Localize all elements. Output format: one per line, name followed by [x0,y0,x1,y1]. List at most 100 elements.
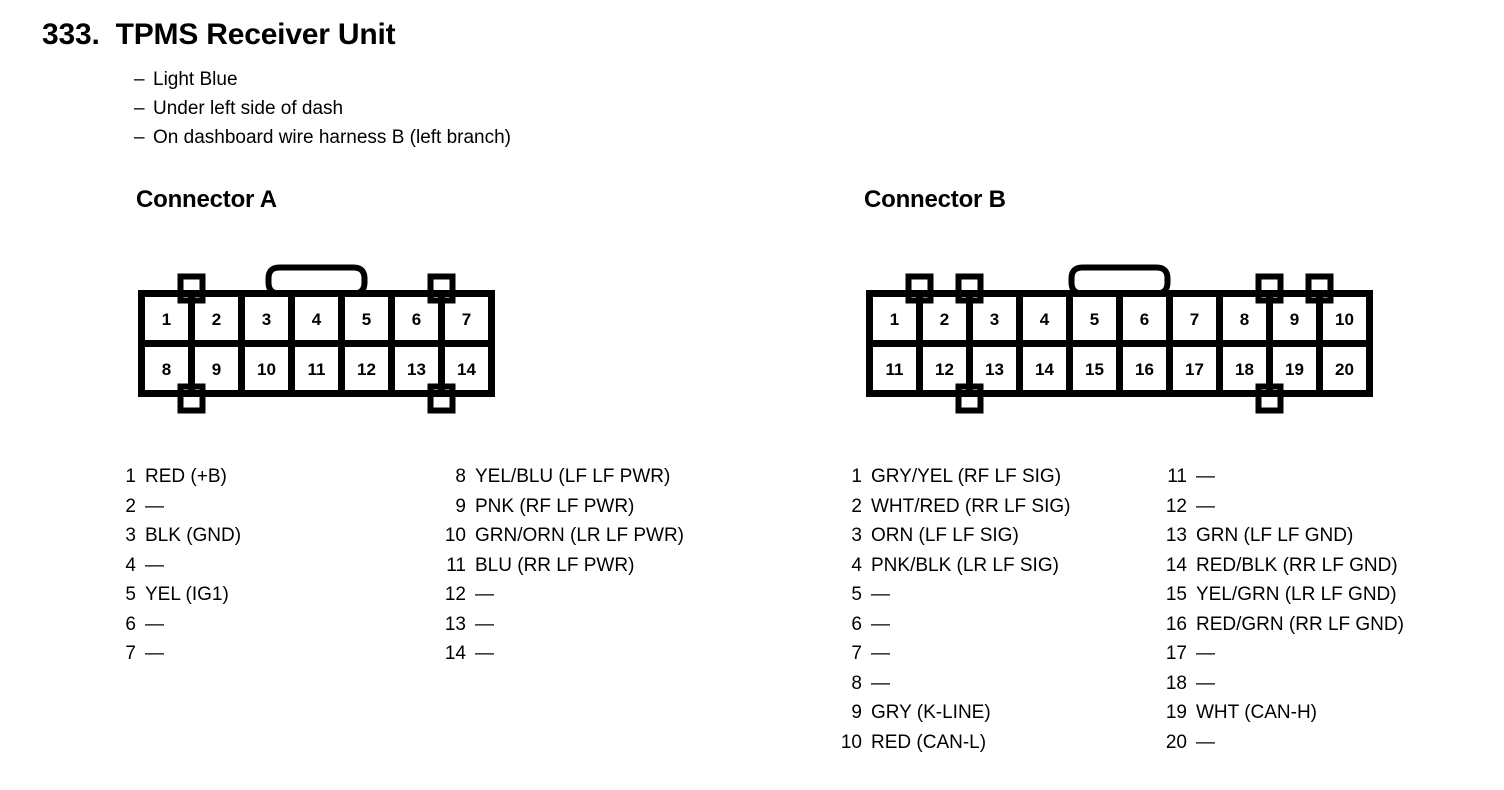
pin-row: 5 YEL (IG1) [110,580,440,610]
connector-pin-number: 9 [212,360,221,379]
pin-number: 9 [851,702,862,723]
connector-pin-number: 11 [886,360,904,379]
pin-number: 1 [125,466,136,487]
pin-number: 2 [125,495,136,517]
pin-number: 11 [1167,466,1187,487]
pin-row: 14— [440,639,684,669]
pin-row: 13 — [440,610,684,640]
connector-pin-number: 8 [1240,310,1249,329]
pin-description: YEL (IG1) [145,584,229,605]
pin-description: — [1196,672,1215,694]
pin-row: 20— [1161,728,1404,758]
pin-row: 2— [110,492,440,522]
pin-number: 2 [851,495,862,517]
pin-row: 10 RED (CAN-L) [836,728,1161,758]
connector-pin-number: 12 [357,360,376,379]
pin-number: 17 [1165,643,1187,664]
pin-row: 8— [836,669,1161,699]
pin-description: YEL/BLU (LF LF PWR) [475,466,671,487]
pin-number: 6 [125,613,136,635]
connector-pin-number: 5 [362,310,371,329]
pin-number: 7 [125,643,136,664]
pin-number: 5 [125,584,136,605]
pin-row: 12— [1161,492,1404,522]
connector-pin-number: 14 [457,360,476,379]
connector-pin-number: 18 [1235,360,1254,379]
connector-pin-number: 3 [262,310,271,329]
pin-row: 6— [110,610,440,640]
pin-row: 17— [1161,639,1404,669]
connector-pin-number: 2 [212,310,221,329]
page-title-text: TPMS Receiver Unit [115,18,396,51]
pin-description: — [475,643,494,664]
connector-pin-number: 10 [1335,310,1354,329]
pin-row: 9 GRY (K-LINE) [836,698,1161,728]
pin-number: 14 [1165,554,1187,576]
pin-description: — [871,584,890,605]
page-title-number: 333. [42,18,100,51]
connector-pin-number: 9 [1290,310,1299,329]
pin-number: 12 [444,584,466,605]
pin-description: YEL/GRN (LR LF GND) [1196,584,1397,605]
pin-row: 11— [1161,462,1404,492]
pin-row: 6— [836,610,1161,640]
bullet-dash-icon: – [134,98,145,119]
pin-description: RED (CAN-L) [871,731,987,753]
pin-number: 7 [851,643,862,664]
pin-description: — [475,584,494,605]
connector-pin-number: 6 [412,310,421,329]
pin-number: 8 [851,672,862,694]
pin-description: — [145,613,164,635]
pin-description: BLU (RR LF PWR) [475,554,635,576]
pin-number: 19 [1165,702,1187,723]
connector-pin-number: 2 [940,310,949,329]
pin-number: 10 [840,731,862,753]
page-title: 333. TPMS Receiver Unit [42,18,511,52]
connector-pin-number: 4 [1040,310,1050,329]
bullet-dash-icon: – [134,69,145,90]
pin-description: — [1196,731,1215,753]
pin-number: 13 [444,613,466,635]
connector-pin-number: 8 [162,360,171,379]
pin-description: RED/BLK (RR LF GND) [1196,554,1398,576]
connector-a-heading: Connector A [136,186,277,213]
pin-row: 7— [836,639,1161,669]
pin-row: 1 GRY/YEL (RF LF SIG) [836,462,1161,492]
connector-pin-number: 13 [407,360,426,379]
connector-pin-number: 15 [1085,360,1104,379]
pin-number: 1 [851,466,862,487]
pin-description: — [1196,495,1215,517]
connector-pin-number: 11 [308,360,326,379]
connector-pin-number: 20 [1335,360,1354,379]
pin-description: PNK/BLK (LR LF SIG) [871,554,1059,576]
pin-description: GRN/ORN (LR LF PWR) [475,525,684,546]
pin-description: — [871,643,890,664]
connector-b-heading: Connector B [864,186,1006,213]
connector-pin-number: 17 [1185,360,1204,379]
connector-pin-number: 16 [1135,360,1154,379]
pin-row: 18— [1161,669,1404,699]
pin-description: — [475,613,494,635]
connector-pin-number: 5 [1090,310,1099,329]
pin-description: GRY/YEL (RF LF SIG) [871,466,1062,487]
pin-description: — [145,554,164,576]
connector-pin-number: 6 [1140,310,1149,329]
pin-description: GRY (K-LINE) [871,702,991,723]
connector-pin-number: 12 [935,360,954,379]
